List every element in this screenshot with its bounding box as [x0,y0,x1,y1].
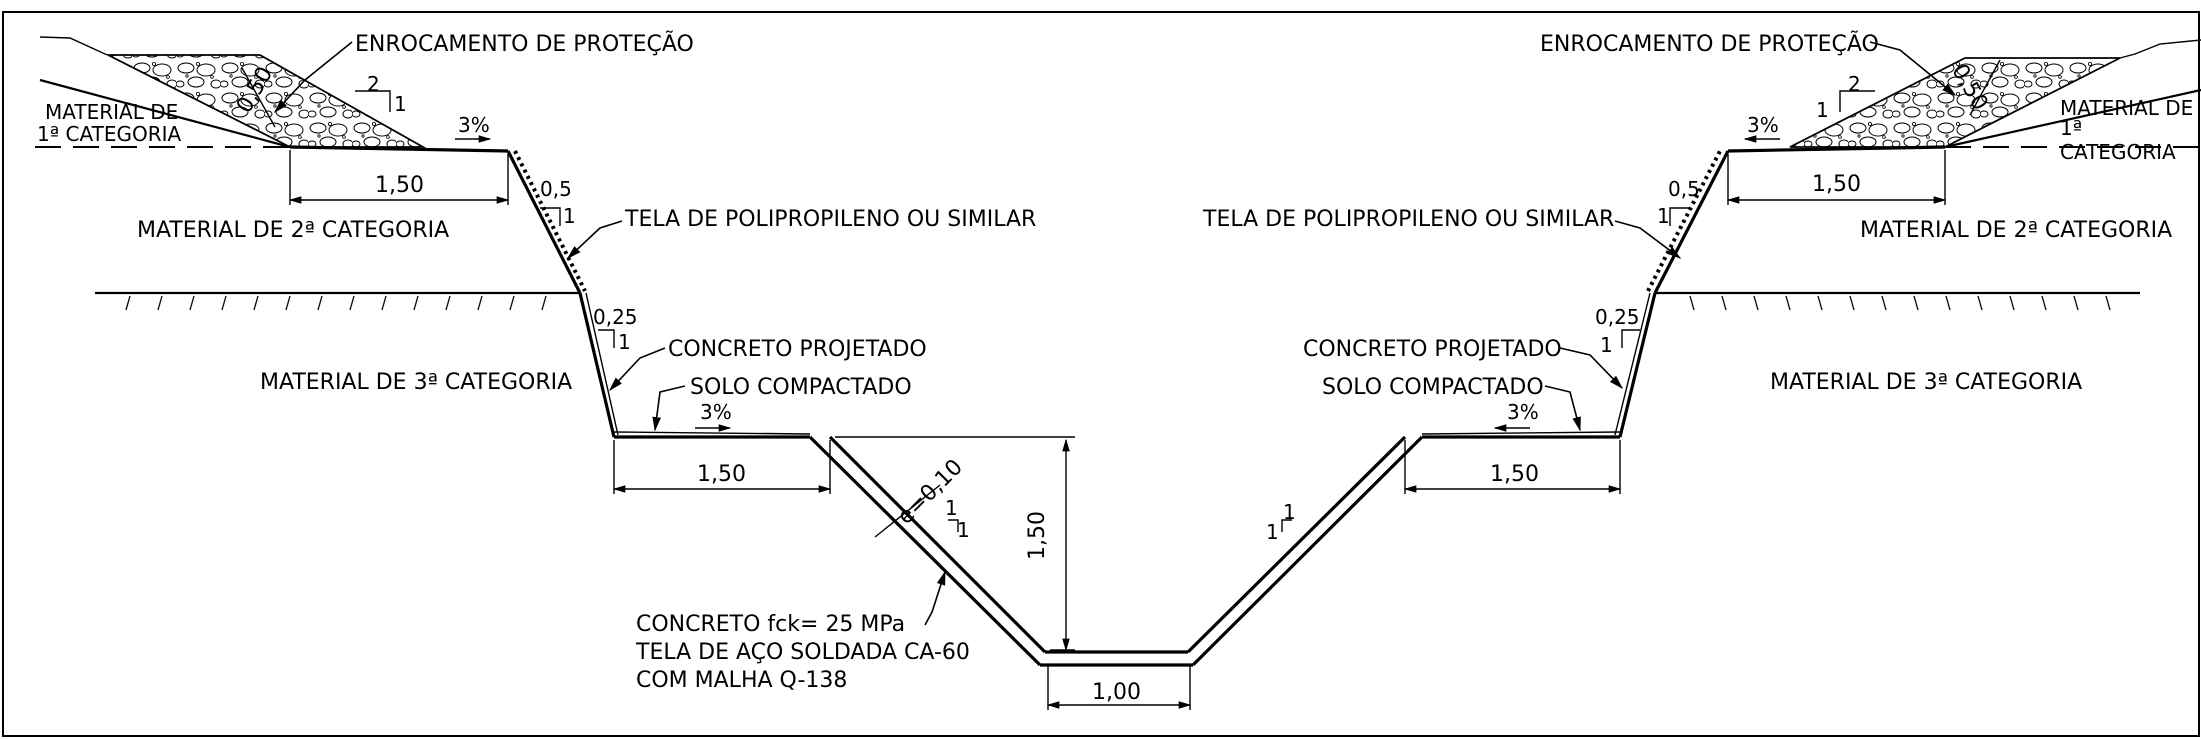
top-berm-left [289,145,509,153]
rock-hatch-right [1689,295,2111,311]
label-mat3-right: MATERIAL DE 3ª CATEGORIA [1770,370,2083,395]
rock-fill-left [107,54,427,148]
slope-channel-left-h: 1 [945,496,958,520]
natural-ground-right [2119,39,2201,59]
label-solo-right: SOLO COMPACTADO [1322,375,1544,400]
slope-lower-right-v: 1 [1600,333,1613,357]
dim-lines [241,59,2001,710]
dim-berm-top-right: 1,50 [1812,172,1861,197]
slope-upper-right-v: 1 [1657,204,1670,228]
slope-lower-left-h: 0,25 [593,305,638,329]
label-mat2-right: MATERIAL DE 2ª CATEGORIA [1860,218,2173,243]
label-concreto-right: CONCRETO PROJETADO [1303,337,1562,362]
mesh-right [1646,150,1722,292]
slope-upper-left-h: 0,5 [540,177,572,201]
lower-slope-right [1618,292,1657,438]
label-tela-left: TELA DE POLIPROPILENO OU SIMILAR [625,207,1037,232]
slope-triangles [355,90,1875,532]
natural-ground-left [39,36,109,56]
dim-berm-top-left: 1,50 [375,173,424,198]
label-mat1-left-b: 1ª CATEGORIA [37,122,182,146]
label-rock-left: ENROCAMENTO DE PROTEÇÃO [355,32,694,57]
label-tela-right: TELA DE POLIPROPILENO OU SIMILAR [1203,207,1615,232]
grade-arrows [455,135,1780,432]
dim-rock-thickness-right: 0,50 [1946,60,1993,115]
upper-slope-left [506,150,582,294]
slope-lower-left-v: 1 [618,330,631,354]
mid-berm-right-fill [1421,431,1621,435]
label-mat1-right-b: 1ª CATEGORIA [2060,116,2176,164]
slope-channel-right-v: 1 [1266,520,1279,544]
grade-top-right: 3% [1747,113,1779,137]
slope-rock-right-v: 1 [1816,98,1829,122]
grade-top-left: 3% [458,113,490,137]
rock-hatch-left [125,295,547,311]
slope-channel-left-v: 1 [957,518,970,542]
lower-slope-left [578,292,616,438]
note-concrete-line2: TELA DE AÇO SOLDADA CA-60 [636,640,970,665]
upper-slope-right [1653,150,1730,294]
shotcrete-left [585,292,619,436]
leader-lines [274,41,1957,626]
label-mat1-right-a: MATERIAL DE [2060,96,2194,120]
dim-berm-mid-right: 1,50 [1490,462,1539,487]
shotcrete-right [1614,292,1651,436]
label-solo-left: SOLO COMPACTADO [690,375,912,400]
dim-berm-mid-left: 1,50 [697,462,746,487]
dim-channel-depth: 1,50 [1025,511,1050,560]
slope-upper-right-h: 0,5 [1668,177,1700,201]
dim-channel-bottom: 1,00 [1092,680,1141,705]
dim-rock-thickness-left: 0,50 [232,62,279,118]
note-concrete-line3: COM MALHA Q-138 [636,668,848,693]
mid-berm-left-fill [613,431,811,435]
drawing-frame [2,11,2200,737]
grade-mid-right: 3% [1507,400,1539,424]
rock-base-right [1944,88,2201,149]
label-rock-right: ENROCAMENTO DE PROTEÇÃO [1540,32,1879,57]
label-mat1-left-a: MATERIAL DE [45,100,179,124]
slope-lower-right-h: 0,25 [1595,305,1640,329]
note-concrete-line1: CONCRETO fck= 25 MPa [636,612,906,637]
slope-rock-left-v: 1 [394,92,407,116]
slope-rock-left-h: 2 [367,72,380,96]
grade-mid-left: 3% [700,400,732,424]
channel-lining [808,435,1424,667]
label-mat3-left: MATERIAL DE 3ª CATEGORIA [260,370,573,395]
rock-base-left [39,78,291,149]
mesh-left [513,150,587,292]
slope-channel-right-h: 1 [1283,500,1296,524]
label-mat2-left: MATERIAL DE 2ª CATEGORIA [137,218,450,243]
slope-upper-left-v: 1 [563,204,576,228]
slope-rock-right-h: 2 [1848,72,1861,96]
label-concreto-left: CONCRETO PROJETADO [668,337,927,362]
